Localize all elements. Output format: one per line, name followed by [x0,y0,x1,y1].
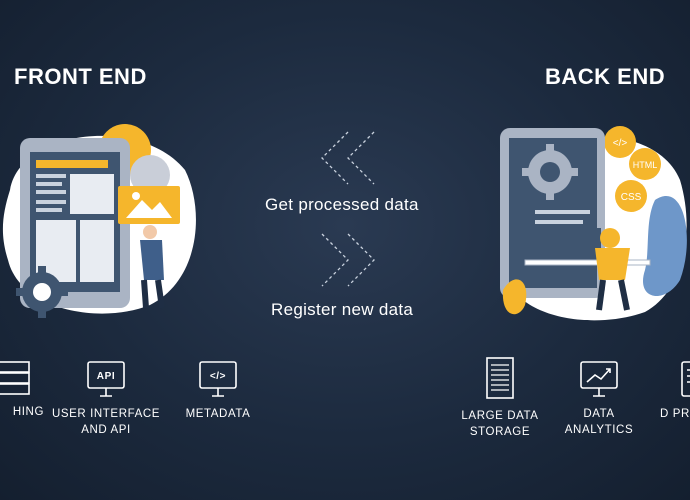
storage-label: Large data storage [455,408,545,440]
left-arrow-icon [318,130,378,186]
document-icon [680,360,690,398]
front-end-title: FRONT END [14,64,147,90]
caching-item: hing [0,360,44,420]
metadata-label: Metadata [178,406,258,422]
html-badge: HTML [633,160,658,170]
caching-label: hing [0,404,44,420]
css-badge: CSS [621,192,642,203]
processing-item: D proc [656,360,690,422]
server-icon [0,360,31,396]
back-end-illustration: </> HTML CSS [495,120,690,325]
metadata-item: </> Metadata [178,360,258,422]
svg-text:</>: </> [210,371,226,382]
storage-item: Large data storage [455,356,545,440]
processing-label: D proc [660,406,690,422]
analytics-monitor-icon [579,360,619,398]
right-arrow-icon [318,232,378,288]
code-monitor-icon: </> [198,360,238,398]
code-badge: </> [613,138,628,149]
ui-api-label: User interface and API [50,406,162,438]
register-new-data-label: Register new data [271,300,413,320]
analytics-item: Data analytics [560,360,638,438]
api-monitor-icon: API [86,360,126,398]
front-end-illustration [0,120,200,320]
svg-text:API: API [97,371,115,382]
analytics-label: Data analytics [560,406,638,438]
ui-api-item: API User interface and API [50,360,162,438]
storage-rack-icon [485,356,515,400]
get-processed-data-label: Get processed data [265,195,419,215]
back-end-title: BACK END [545,64,665,90]
